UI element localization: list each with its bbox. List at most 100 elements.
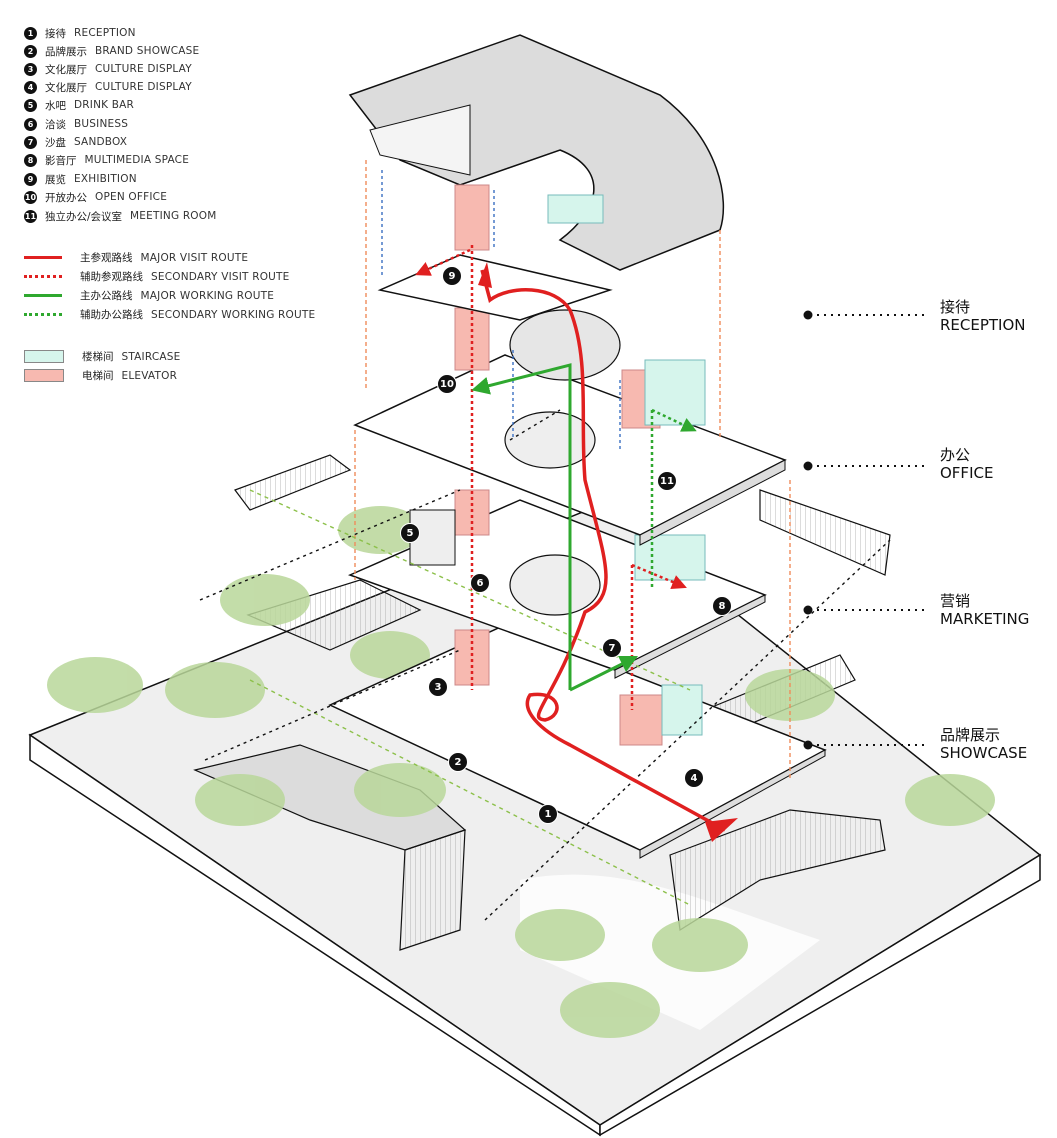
- legend-en: RECEPTION: [74, 27, 136, 39]
- legend-number: 5: [24, 98, 37, 112]
- stair-reception: [547, 194, 604, 224]
- legend-item: 7 沙盘 SANDBOX: [24, 134, 127, 150]
- legend-en: SANDBOX: [74, 136, 128, 148]
- marker-11: 11: [657, 471, 677, 491]
- floor-label-zh: 营销: [940, 592, 971, 610]
- marker-8: 8: [712, 596, 732, 616]
- secondary-working-route: [651, 408, 697, 432]
- legend-en: STAIRCASE: [121, 350, 181, 363]
- marker-9: 9: [442, 266, 462, 286]
- floor-label-office: 办公 OFFICE: [940, 446, 993, 482]
- legend-zh: 展览: [45, 173, 66, 186]
- marker-2: 2: [448, 752, 468, 772]
- projection-lines: [199, 160, 891, 921]
- major-visit-swatch: [24, 256, 62, 259]
- trees: [47, 506, 995, 1038]
- legend-number: 6: [24, 117, 37, 131]
- floor-showcase: [328, 624, 827, 859]
- legend-item: 6 洽谈 BUSINESS: [24, 116, 128, 132]
- stair-ground: [661, 684, 703, 736]
- legend-zh: 主参观路线: [80, 252, 133, 264]
- elevator-lower: [454, 629, 490, 686]
- marker-3: 3: [428, 677, 448, 697]
- legend-en: DRINK BAR: [74, 99, 135, 111]
- stair-marketing: [634, 534, 706, 581]
- floor-label-en: MARKETING: [940, 610, 1030, 628]
- legend-number: 3: [24, 62, 37, 76]
- floor-label-zh: 办公: [940, 446, 971, 464]
- legend-en: SECONDARY WORKING ROUTE: [151, 308, 316, 321]
- marker-5: 5: [400, 523, 420, 543]
- staircase-swatch: [24, 350, 64, 363]
- legend-zh: 主办公路线: [80, 290, 133, 302]
- floor-label-reception: 接待 RECEPTION: [940, 298, 1026, 334]
- legend-en: OPEN OFFICE: [95, 191, 168, 203]
- secondary-visit-route: [415, 248, 471, 276]
- elevator-reception: [454, 184, 490, 251]
- legend-number: 11: [24, 209, 37, 223]
- major-working-route: [471, 363, 572, 690]
- legend-zh: 文化展厅: [45, 63, 87, 76]
- elevator-swatch: [24, 369, 64, 382]
- routes: [415, 245, 738, 842]
- marker-6: 6: [470, 573, 490, 593]
- legend-en: SECONDARY VISIT ROUTE: [151, 270, 290, 283]
- route-key: 辅助办公路线 SECONDARY WORKING ROUTE: [24, 307, 315, 322]
- secondary-visit-swatch: [24, 275, 62, 278]
- legend-zh: 接待: [45, 27, 66, 40]
- legend-zh: 电梯间: [82, 370, 114, 382]
- elevator-ground: [619, 694, 663, 746]
- legend-number: 9: [24, 172, 37, 186]
- legend-zh: 独立办公/会议室: [45, 210, 123, 223]
- area-key: 电梯间 ELEVATOR: [24, 368, 177, 383]
- legend-item: 3 文化展厅 CULTURE DISPLAY: [24, 61, 192, 77]
- legend-item: 11 独立办公/会议室 MEETING ROOM: [24, 208, 217, 224]
- marker-7: 7: [602, 638, 622, 658]
- legend-zh: 开放办公: [45, 191, 87, 204]
- floor-label-en: OFFICE: [940, 464, 994, 482]
- legend-en: ELEVATOR: [121, 369, 178, 382]
- secondary-working-swatch: [24, 313, 62, 316]
- legend-en: EXHIBITION: [74, 173, 137, 185]
- floor-marketing: [347, 489, 767, 686]
- legend-zh: 辅助办公路线: [80, 309, 143, 321]
- floor-leader-dots: [803, 310, 813, 750]
- marker-1: 1: [538, 804, 558, 824]
- major-visit-route: [480, 269, 726, 832]
- legend-zh: 洽谈: [45, 118, 66, 131]
- legend-zh: 辅助参观路线: [80, 271, 143, 283]
- legend-en: BUSINESS: [74, 118, 129, 130]
- legend-number: 7: [24, 135, 37, 149]
- legend-zh: 沙盘: [45, 136, 66, 149]
- legend-zh: 水吧: [45, 99, 66, 112]
- legend-number: 2: [24, 44, 37, 58]
- legend-number: 1: [24, 26, 37, 40]
- legend-item: 9 展览 EXHIBITION: [24, 171, 137, 187]
- legend-en: MEETING ROOM: [130, 210, 217, 222]
- marker-10: 10: [437, 374, 457, 394]
- floor-reception: [348, 34, 725, 321]
- legend-en: MAJOR WORKING ROUTE: [140, 289, 275, 302]
- legend-item: 1 接待 RECEPTION: [24, 25, 136, 41]
- major-working-swatch: [24, 294, 62, 297]
- floor-leaders: [810, 314, 925, 746]
- legend-en: BRAND SHOWCASE: [95, 45, 200, 57]
- legend-zh: 影音厅: [45, 154, 77, 167]
- floor-label-showcase: 品牌展示 SHOWCASE: [940, 726, 1027, 762]
- floor-label-en: SHOWCASE: [940, 744, 1028, 762]
- floor-label-zh: 接待: [940, 298, 971, 316]
- legend-number: 8: [24, 153, 37, 167]
- route-key: 辅助参观路线 SECONDARY VISIT ROUTE: [24, 269, 290, 284]
- floor-label-en: RECEPTION: [940, 316, 1026, 334]
- legend-number: 10: [24, 190, 37, 204]
- legend-item: 10 开放办公 OPEN OFFICE: [24, 189, 167, 205]
- legend-en: CULTURE DISPLAY: [95, 63, 192, 75]
- ground-base: [28, 504, 1042, 1137]
- legend-en: MULTIMEDIA SPACE: [84, 154, 190, 166]
